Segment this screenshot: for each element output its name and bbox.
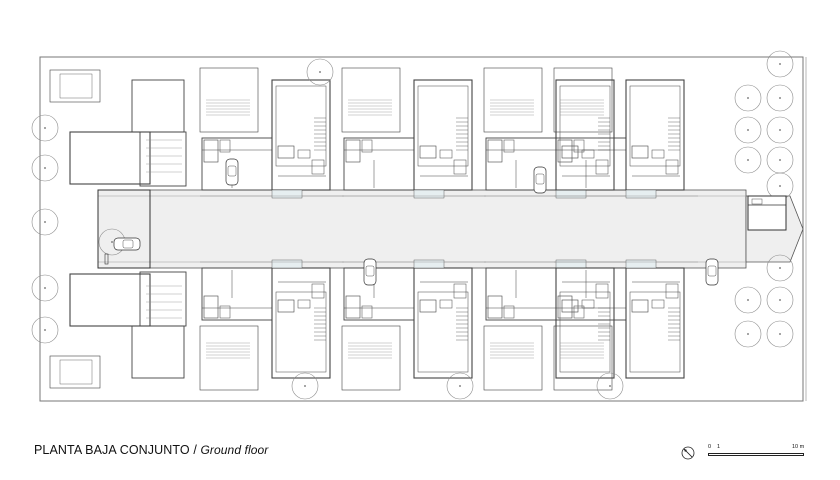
caption-separator: / [193, 443, 197, 457]
tree-icon [31, 316, 59, 344]
scale-label-zero: 0 [708, 444, 712, 450]
tree-icon [766, 254, 794, 282]
tree-icon [734, 146, 762, 174]
scale-bar-graphic [708, 453, 804, 456]
tree-trunk [609, 385, 611, 387]
car-windshield [122, 239, 134, 249]
car-body [533, 166, 547, 194]
residence-block [69, 273, 151, 327]
tree-icon [766, 84, 794, 112]
tree-trunk [304, 385, 306, 387]
residence-block [69, 131, 151, 185]
tree-trunk [747, 333, 749, 335]
tree-trunk [779, 185, 781, 187]
car-icon [363, 258, 377, 286]
tree-trunk [459, 385, 461, 387]
motorcycle-icon [104, 253, 109, 265]
tree-icon [306, 58, 334, 86]
tree-icon [291, 372, 319, 400]
drawing-caption: PLANTA BAJA CONJUNTO / Ground floor [34, 443, 268, 457]
residence-block [49, 355, 101, 389]
housing-unit [199, 67, 344, 199]
car-windshield [365, 265, 375, 277]
tree-trunk [747, 129, 749, 131]
scale-label-ten: 10 m [792, 444, 805, 450]
car-body [113, 237, 141, 251]
housing-unit [553, 67, 698, 199]
housing-unit [341, 259, 486, 391]
tree-trunk [779, 63, 781, 65]
tree-trunk [44, 127, 46, 129]
central-courtyard [97, 189, 804, 269]
tree-icon [766, 50, 794, 78]
car-body [705, 258, 719, 286]
car-icon [113, 237, 141, 251]
tree-trunk [44, 329, 46, 331]
residence-block [49, 69, 101, 103]
tree-icon [31, 114, 59, 142]
tree-icon [766, 116, 794, 144]
scale-bar: 0 1 10 m [706, 444, 808, 462]
scale-label-one: 1 [717, 444, 721, 450]
tree-trunk [779, 129, 781, 131]
entrance-lobby [747, 195, 787, 231]
tree-trunk [747, 159, 749, 161]
tree-trunk [44, 167, 46, 169]
tree-icon [446, 372, 474, 400]
residence-block [131, 79, 185, 133]
tree-trunk [779, 299, 781, 301]
residence-block [131, 325, 185, 379]
car-windshield [227, 165, 237, 177]
tree-trunk [779, 333, 781, 335]
residence-block [59, 73, 93, 99]
tree-trunk [747, 299, 749, 301]
tree-icon [31, 154, 59, 182]
residence-block [139, 271, 187, 327]
car-icon [225, 158, 239, 186]
car-icon [533, 166, 547, 194]
tree-trunk [779, 97, 781, 99]
housing-unit [199, 259, 344, 391]
car-windshield [535, 173, 545, 185]
caption-title: PLANTA BAJA CONJUNTO [34, 443, 190, 457]
tree-trunk [111, 241, 113, 243]
tree-icon [31, 274, 59, 302]
tree-icon [734, 286, 762, 314]
tree-icon [766, 320, 794, 348]
tree-icon [766, 286, 794, 314]
tree-trunk [779, 267, 781, 269]
car-windshield [707, 265, 717, 277]
car-icon [705, 258, 719, 286]
north-arrow-icon [681, 446, 695, 460]
tree-trunk [44, 221, 46, 223]
tree-icon [734, 84, 762, 112]
caption-subtitle: Ground floor [200, 443, 269, 457]
housing-unit [553, 259, 698, 391]
tree-icon [734, 320, 762, 348]
housing-unit [341, 67, 486, 199]
garage-block [97, 189, 151, 269]
tree-trunk [319, 71, 321, 73]
tree-trunk [779, 159, 781, 161]
tree-icon [596, 372, 624, 400]
tree-trunk [747, 97, 749, 99]
car-body [225, 158, 239, 186]
car-body [363, 258, 377, 286]
residence-block [139, 131, 187, 187]
tree-trunk [44, 287, 46, 289]
residence-block [59, 359, 93, 385]
tree-icon [734, 116, 762, 144]
tree-icon [31, 208, 59, 236]
